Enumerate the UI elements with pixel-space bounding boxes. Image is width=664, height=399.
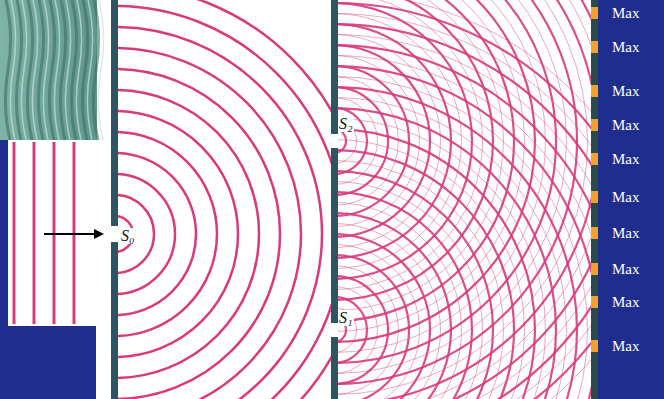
maximum-label: Max <box>612 6 640 21</box>
slit-label: S₁ <box>338 310 354 326</box>
maximum-label: Max <box>612 262 640 277</box>
maximum-label: Max <box>612 118 640 133</box>
photo-ripples <box>5 0 103 140</box>
slit-label: S₀ <box>120 228 136 244</box>
maximum-label: Max <box>612 226 640 241</box>
white-panel <box>8 140 98 326</box>
maximum-label: Max <box>612 84 640 99</box>
maximum-label: Max <box>612 190 640 205</box>
wavefronts <box>338 0 592 399</box>
photo-inset <box>0 0 97 140</box>
wavefronts <box>118 0 331 399</box>
slit-label: S₂ <box>338 116 354 132</box>
barrier <box>111 0 338 399</box>
screen <box>591 0 598 399</box>
maximum-label: Max <box>612 295 640 310</box>
arrowhead <box>94 229 104 239</box>
maximum-label: Max <box>612 40 640 55</box>
maximum-label: Max <box>612 152 640 167</box>
arrow-shaft <box>44 233 98 235</box>
maximum-label: Max <box>612 339 640 354</box>
